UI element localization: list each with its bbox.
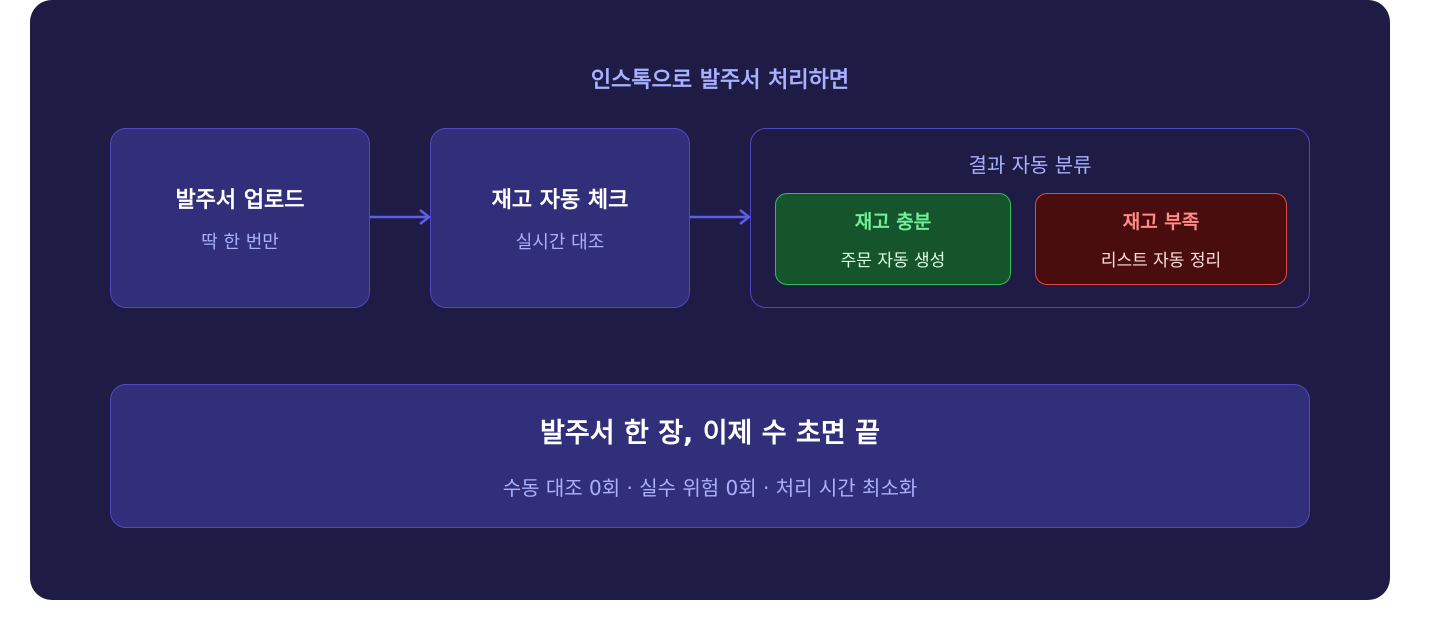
- stock-sufficient-title: 재고 충분: [854, 211, 932, 233]
- step-upload-subtitle: 딱 한 번만: [201, 232, 279, 253]
- stock-insufficient-title: 재고 부족: [1122, 211, 1200, 233]
- step-upload-box: 발주서 업로드 딱 한 번만: [110, 128, 370, 308]
- stock-sufficient-subtitle: 주문 자동 생성: [840, 251, 946, 271]
- stock-sufficient-box: 재고 충분 주문 자동 생성: [775, 193, 1011, 285]
- stock-insufficient-subtitle: 리스트 자동 정리: [1100, 251, 1222, 271]
- arrow-icon: [690, 209, 752, 225]
- summary-title: 발주서 한 장, 이제 수 초면 끝: [540, 418, 880, 449]
- diagram-heading: 인스톡으로 발주서 처리하면: [590, 68, 850, 93]
- step-check-box: 재고 자동 체크 실시간 대조: [430, 128, 690, 308]
- arrow-icon: [370, 209, 432, 225]
- result-classification-box: 결과 자동 분류 재고 충분 주문 자동 생성 재고 부족 리스트 자동 정리: [750, 128, 1310, 308]
- summary-banner: 발주서 한 장, 이제 수 초면 끝 수동 대조 0회 · 실수 위험 0회 ·…: [110, 384, 1310, 528]
- step-check-subtitle: 실시간 대조: [515, 232, 605, 253]
- summary-subtitle: 수동 대조 0회 · 실수 위험 0회 · 처리 시간 최소화: [502, 476, 918, 500]
- stock-insufficient-box: 재고 부족 리스트 자동 정리: [1035, 193, 1287, 285]
- result-title: 결과 자동 분류: [968, 153, 1092, 177]
- step-check-title: 재고 자동 체크: [491, 188, 629, 213]
- step-upload-title: 발주서 업로드: [175, 188, 305, 213]
